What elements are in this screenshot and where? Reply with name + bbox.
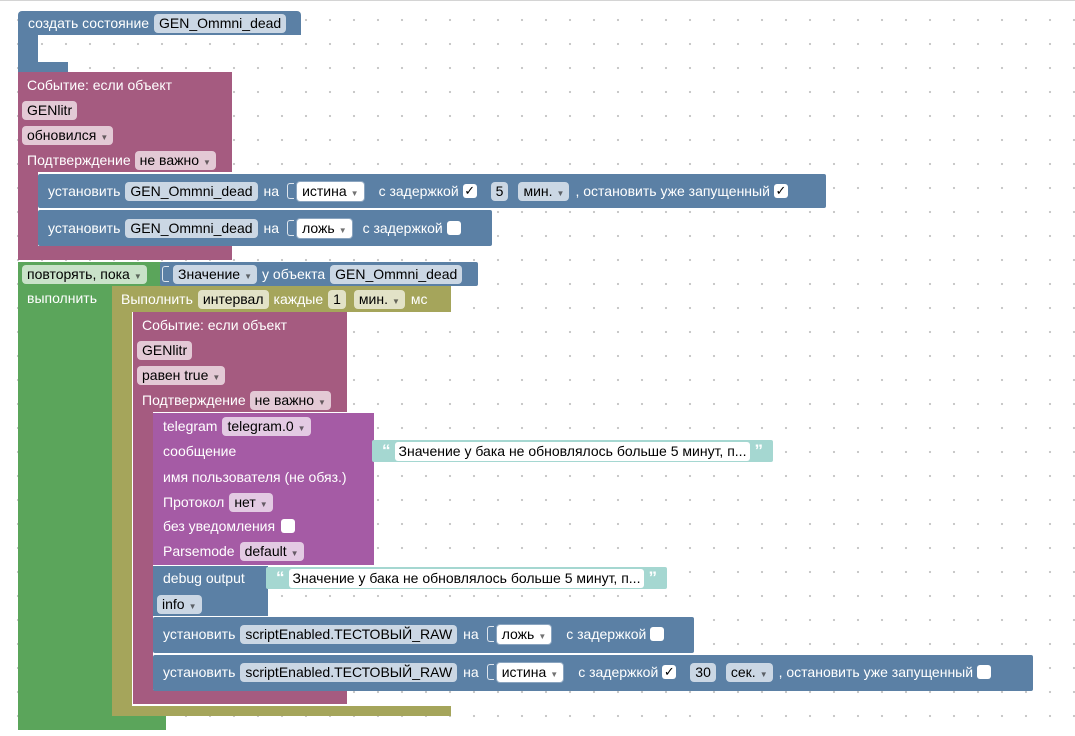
set1-delay-value-field[interactable]: 5 [490, 181, 509, 201]
loop-mode-dropdown[interactable]: повторять, пока▼ [22, 264, 147, 284]
set2-delay-label: с задержкой [362, 220, 443, 236]
event1-block-bottom [18, 246, 232, 260]
set3-value-dropdown[interactable]: ложь▼ [495, 623, 553, 645]
interval-value-field[interactable]: 1 [328, 289, 346, 309]
set2-value-socket [287, 220, 295, 236]
interval-type-field[interactable]: интервал [197, 289, 269, 309]
event2-object-field[interactable]: GENlitr [137, 340, 193, 360]
event1-ack-label: Подтверждение [27, 152, 131, 168]
telegram-silent-checkbox[interactable] [281, 519, 296, 533]
loop-do-label: выполнить [27, 290, 97, 306]
set2-delay-checkbox[interactable] [446, 221, 461, 235]
event1-block-arm [18, 172, 38, 248]
interval-block-bottom [112, 706, 451, 716]
event1-object-field[interactable]: GENlitr [22, 100, 78, 120]
set3-to-label: на [463, 626, 479, 642]
telegram-user-label: имя пользователя (не обяз.) [163, 469, 347, 485]
telegram-protocol-dropdown[interactable]: нет▼ [229, 492, 273, 512]
telegram-message-string[interactable]: “ Значение у бака не обновлялось больше … [372, 440, 773, 462]
interval-label: Выполнить [121, 291, 193, 307]
set3-delay-label: с задержкой [566, 626, 647, 642]
create-state-label: создать состояние [28, 15, 150, 31]
set1-delay-checkbox[interactable]: ✓ [462, 183, 477, 198]
debug-message-text[interactable]: Значение у бака не обновлялось больше 5 … [288, 568, 645, 588]
set4-to-label: на [463, 664, 479, 680]
set1-to-label: на [263, 183, 280, 199]
set4-delay-value-field[interactable]: 30 [690, 662, 716, 682]
open-quote-icon: “ [382, 441, 391, 460]
telegram-protocol-label: Протокол [163, 494, 225, 510]
set4-delay-checkbox[interactable]: ✓ [662, 664, 677, 679]
set4-stop-label: , остановить уже запущенный [778, 664, 974, 680]
set2-value-dropdown[interactable]: ложь▼ [296, 217, 353, 239]
event2-title: Событие: если объект [142, 317, 288, 333]
set1-value-socket [287, 183, 295, 199]
set3-delay-checkbox[interactable] [650, 627, 665, 641]
event1-ack-dropdown[interactable]: не важно▼ [134, 150, 216, 170]
event2-block-arm [133, 412, 153, 698]
telegram-block[interactable] [153, 413, 374, 565]
debug-label: debug output [163, 570, 245, 586]
set4-value-socket [486, 664, 494, 680]
event2-block-bottom [133, 690, 347, 704]
set2-to-label: на [263, 220, 280, 236]
set4-state-field[interactable]: scriptEnabled.ТЕСТОВЫЙ_RAW [240, 662, 458, 682]
set1-label: установить [48, 183, 121, 199]
telegram-label: telegram [163, 418, 218, 434]
event1-title: Событие: если объект [27, 77, 173, 93]
set2-state-field[interactable]: GEN_Ommni_dead [125, 218, 258, 238]
interval-block-arm [112, 312, 132, 716]
set4-stop-checkbox[interactable] [977, 665, 992, 679]
set4-delay-unit-dropdown[interactable]: сек.▼ [725, 662, 773, 682]
interval-unit-dropdown[interactable]: мин.▼ [353, 289, 405, 309]
telegram-parsemode-dropdown[interactable]: default▼ [239, 541, 304, 561]
workspace-top-border [0, 0, 1075, 1]
event1-condition-dropdown[interactable]: обновился▼ [22, 125, 114, 145]
value-object-field[interactable]: GEN_Ommni_dead [330, 264, 463, 284]
set4-delay-label: с задержкой [578, 664, 659, 680]
telegram-instance-dropdown[interactable]: telegram.0▼ [222, 416, 311, 436]
set1-value-dropdown[interactable]: истина▼ [296, 180, 365, 202]
debug-message-string[interactable]: “ Значение у бака не обновлялось больше … [266, 567, 667, 589]
set2-block[interactable] [38, 210, 492, 246]
set1-delay-label: с задержкой [378, 183, 459, 199]
set3-state-field[interactable]: scriptEnabled.ТЕСТОВЫЙ_RAW [240, 624, 458, 644]
value-type-dropdown[interactable]: Значение▼ [173, 264, 258, 284]
loop-block-bottom [18, 716, 166, 730]
event2-condition-dropdown[interactable]: равен true▼ [137, 365, 226, 385]
close-quote-icon: ” [648, 568, 657, 587]
set3-label: установить [163, 626, 236, 642]
set1-stop-checkbox[interactable]: ✓ [773, 183, 788, 198]
loop-block-arm [18, 286, 112, 720]
telegram-parsemode-label: Parsemode [163, 543, 235, 559]
event2-ack-dropdown[interactable]: не важно▼ [249, 390, 331, 410]
set1-stop-label: , остановить уже запущенный [575, 183, 770, 199]
create-state-block-bottom [18, 62, 68, 72]
interval-every-label: каждые [273, 291, 324, 307]
set3-value-socket [486, 626, 494, 642]
create-state-name-field[interactable]: GEN_Ommni_dead [154, 13, 287, 33]
set2-label: установить [48, 220, 121, 236]
telegram-message-text[interactable]: Значение у бака не обновлялось больше 5 … [394, 441, 751, 461]
set4-label: установить [163, 664, 236, 680]
event2-ack-label: Подтверждение [142, 392, 246, 408]
debug-level-dropdown[interactable]: info▼ [157, 594, 202, 614]
telegram-message-label: сообщение [163, 443, 237, 459]
set4-value-dropdown[interactable]: истина▼ [495, 661, 565, 683]
telegram-silent-label: без уведомления [163, 518, 276, 534]
create-state-block-arm [18, 35, 38, 65]
of-object-label: у объекта [262, 266, 326, 282]
value-socket [162, 266, 169, 282]
open-quote-icon: “ [276, 568, 285, 587]
close-quote-icon: ” [754, 441, 763, 460]
set1-delay-unit-dropdown[interactable]: мин.▼ [518, 181, 570, 201]
set1-state-field[interactable]: GEN_Ommni_dead [125, 181, 258, 201]
interval-ms-label: мс [410, 291, 428, 307]
